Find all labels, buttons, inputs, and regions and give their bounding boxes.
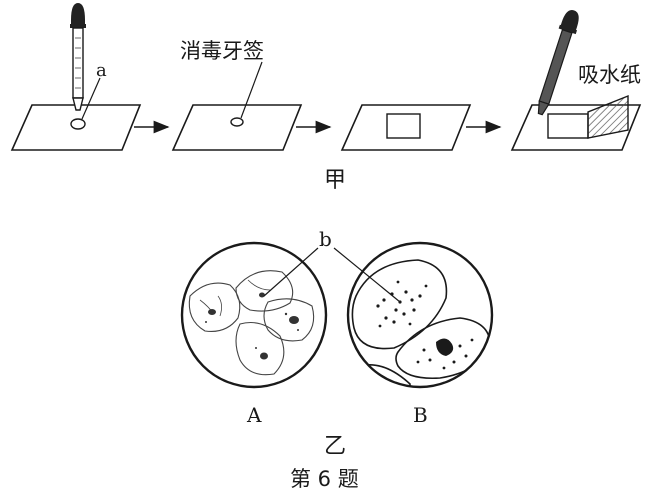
cover-slip: [386, 113, 421, 139]
label-a: a: [96, 60, 107, 81]
step-4-staining: 吸水纸: [510, 10, 642, 151]
blotting-paper: [587, 94, 629, 139]
slide-2: [171, 104, 303, 151]
leader-line-b-to-A: [263, 247, 319, 297]
cell-A4: [235, 321, 285, 376]
cell-A2: [235, 270, 294, 312]
cell-A3: [263, 298, 315, 342]
step-3-cover-slip: [340, 104, 472, 151]
leader-line-b-to-B: [333, 247, 401, 303]
caption-jia: 甲: [324, 168, 346, 193]
cover-slip-stained: [547, 113, 589, 139]
microscope-view-A: [180, 241, 328, 389]
figure-jia: a 消毒牙签 吸水纸: [10, 3, 642, 193]
step-1-drop-water: a: [10, 3, 142, 151]
label-b: b: [319, 227, 332, 251]
microscope-view-B: [346, 241, 494, 389]
step-2-toothpick: 消毒牙签: [171, 39, 303, 151]
label-blotting-paper: 吸水纸: [578, 63, 641, 87]
dropper-icon-tilted: [537, 10, 579, 116]
label-B: B: [413, 403, 428, 427]
figure-yi: b A B 乙: [180, 227, 494, 459]
leader-line-a: [81, 77, 101, 120]
question-caption: 第 6 题: [290, 467, 359, 491]
caption-yi: 乙: [324, 434, 346, 459]
cell-A1: [188, 282, 241, 333]
leader-line-toothpick: [240, 61, 263, 119]
label-A: A: [246, 403, 262, 427]
dropper-icon: [70, 3, 86, 111]
sample-smear: [230, 117, 244, 127]
water-drop-a: [70, 118, 86, 130]
label-toothpick: 消毒牙签: [180, 39, 264, 63]
cell-B1: [351, 259, 448, 350]
slide-1: [10, 104, 142, 151]
